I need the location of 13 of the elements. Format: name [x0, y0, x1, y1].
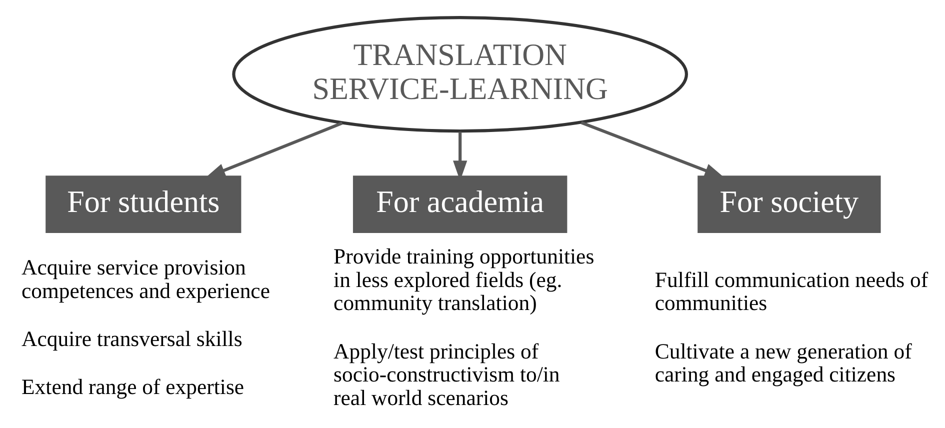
node-label: Provide training opportunities in less explored fields (eg. community translation)	[334, 244, 594, 316]
node-label: Acquire service provision competences and experience	[22, 255, 270, 303]
node-box: For students	[46, 176, 242, 234]
node-label: Fulfill communication needs of communities	[654, 268, 928, 316]
node-label: Cultivate a new generation of caring and engaged citizens	[654, 339, 912, 387]
node-label: Acquire transversal skills	[22, 326, 242, 351]
arrow	[205, 122, 343, 178]
node-label: Extend range of expertise	[22, 375, 244, 400]
node-label: Apply/test principles of socio-constructivism to/in real world scenarios	[334, 339, 560, 410]
node-box: For academia	[352, 176, 568, 234]
arrow	[580, 121, 725, 178]
node-box: For society	[698, 176, 881, 234]
node-ellipse: TRANSLATION SERVICE-LEARNING	[232, 16, 688, 133]
